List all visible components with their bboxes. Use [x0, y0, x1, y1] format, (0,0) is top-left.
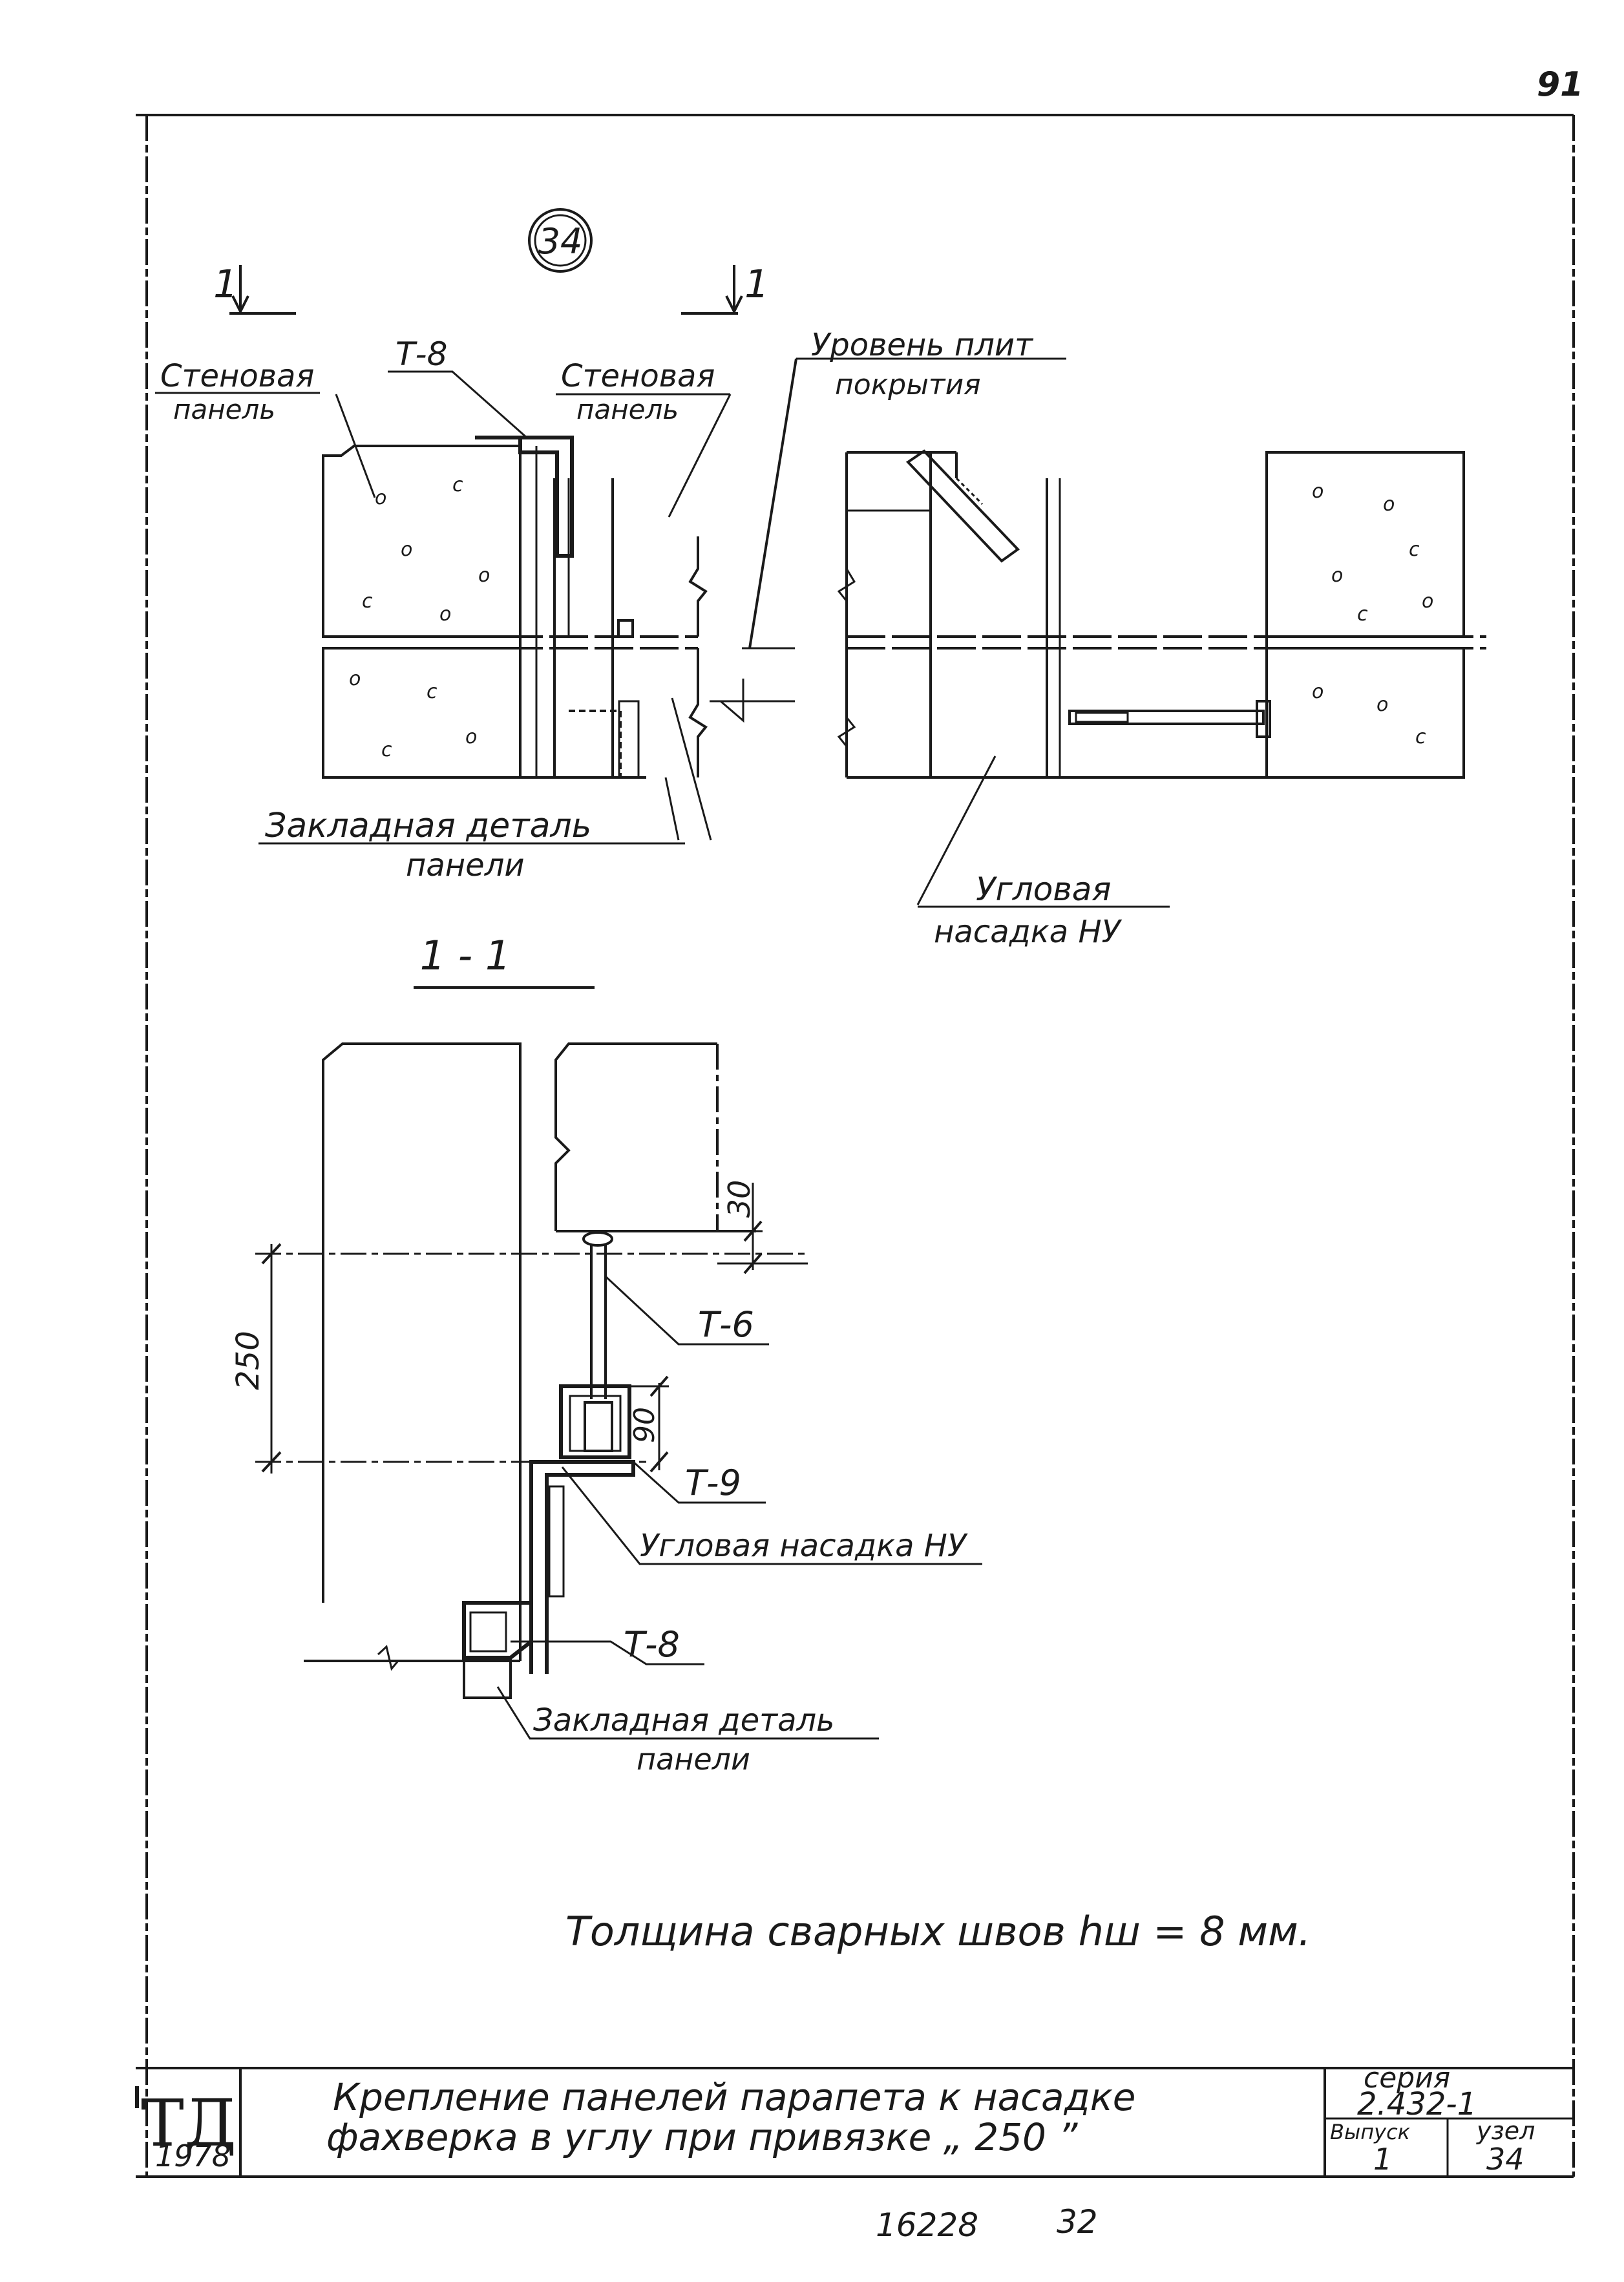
svg-text:o: o [1331, 564, 1343, 587]
svg-text:o: o [1376, 693, 1388, 716]
label-embedded-detail-top: Закладная деталь панели [258, 807, 685, 883]
node-marker: 34 [528, 208, 593, 273]
svg-text:c: c [1415, 726, 1426, 748]
svg-text:1 - 1: 1 - 1 [420, 932, 511, 979]
elevation-leaders [335, 370, 997, 905]
svg-text:покрытия: покрытия [835, 368, 981, 401]
svg-text:панели: панели [406, 847, 525, 883]
label-corner-nozzle: Угловая насадка НУ [640, 1528, 968, 1564]
svg-text:c: c [452, 474, 463, 496]
title-block: ТД 1978 Крепление панелей парапета к нас… [135, 2062, 1574, 2178]
svg-text:o: o [465, 726, 477, 748]
svg-text:c: c [427, 681, 438, 703]
sheet-frame [136, 114, 1575, 2178]
svg-text:o: o [439, 603, 451, 626]
svg-text:o: o [375, 487, 386, 509]
svg-text:o: o [401, 538, 412, 561]
slab-level-marker [710, 358, 797, 723]
section-mark-left: 1 [213, 262, 296, 315]
svg-text:Стеновая: Стеновая [561, 358, 715, 394]
year: 1978 [155, 2139, 231, 2173]
svg-text:o: o [1383, 493, 1395, 516]
dim-30: 30 [722, 1180, 757, 1218]
issue-value: 1 [1373, 2142, 1392, 2177]
svg-text:c: c [1357, 603, 1368, 626]
label-wall-panel-left: Стеновая панель [155, 358, 320, 425]
svg-text:панель: панель [576, 394, 679, 425]
elevation-right: ooc oco ooc [837, 449, 1486, 779]
svg-text:панель: панель [173, 394, 275, 425]
page-number: 91 [1537, 65, 1583, 104]
label-corner-nozzle-top: Угловая насадка НУ [918, 871, 1170, 950]
section-mark-right: 1 [681, 262, 769, 315]
node-value: 34 [1486, 2142, 1524, 2177]
svg-text:Закладная деталь: Закладная деталь [265, 807, 591, 845]
section-title: 1 - 1 [414, 932, 595, 989]
svg-text:панели: панели [637, 1742, 750, 1777]
org-logo: ТД [141, 2086, 237, 2161]
svg-text:o: o [1422, 590, 1433, 613]
drawing-title-line2: фахверка в углу при привязке „ 250 ” [326, 2115, 1078, 2159]
svg-text:o: o [1312, 480, 1323, 503]
elevation-left: o c o o c o o c o c [322, 436, 708, 779]
dim-90: 90 [628, 1407, 661, 1443]
series-label: серия [1364, 2062, 1450, 2095]
label-t9: Т-9 [685, 1463, 741, 1503]
series-value: 2.432-1 [1357, 2086, 1477, 2122]
svg-text:o: o [1312, 681, 1323, 703]
svg-text:c: c [362, 590, 373, 613]
svg-text:Закладная деталь: Закладная деталь [533, 1702, 834, 1738]
issue-label: Выпуск [1330, 2120, 1411, 2144]
svg-text:1: 1 [744, 262, 769, 307]
svg-text:c: c [1409, 538, 1420, 561]
dim-250: 250 [230, 1331, 266, 1390]
svg-text:Угловая: Угловая [976, 871, 1111, 908]
weld-note: Толщина сварных швов hш = 8 мм. [565, 1908, 1311, 1955]
doc-number: 16228 [876, 2206, 978, 2244]
label-t6: Т-6 [698, 1304, 754, 1345]
section-1-1: 30 250 90 [230, 1042, 982, 1740]
drawing-title-line1: Крепление панелей парапета к насадке [333, 2075, 1135, 2119]
svg-text:o: o [349, 668, 361, 690]
svg-text:Уровень плит: Уровень плит [811, 327, 1034, 363]
node-label: узел [1476, 2117, 1535, 2145]
node-marker-number: 34 [538, 221, 583, 262]
label-wall-panel-center: Стеновая панель [556, 358, 730, 425]
label-slab-level: Уровень плит покрытия [796, 327, 1066, 401]
label-embedded-detail: Закладная деталь панели [533, 1702, 834, 1777]
svg-text:насадка НУ: насадка НУ [934, 914, 1123, 950]
svg-text:o: o [478, 564, 490, 587]
label-t8: Т-8 [624, 1624, 680, 1665]
svg-text:c: c [381, 739, 392, 761]
svg-text:Стеновая: Стеновая [160, 358, 314, 394]
sheet-number: 32 [1057, 2203, 1098, 2241]
label-t8-top: Т-8 [395, 335, 447, 373]
